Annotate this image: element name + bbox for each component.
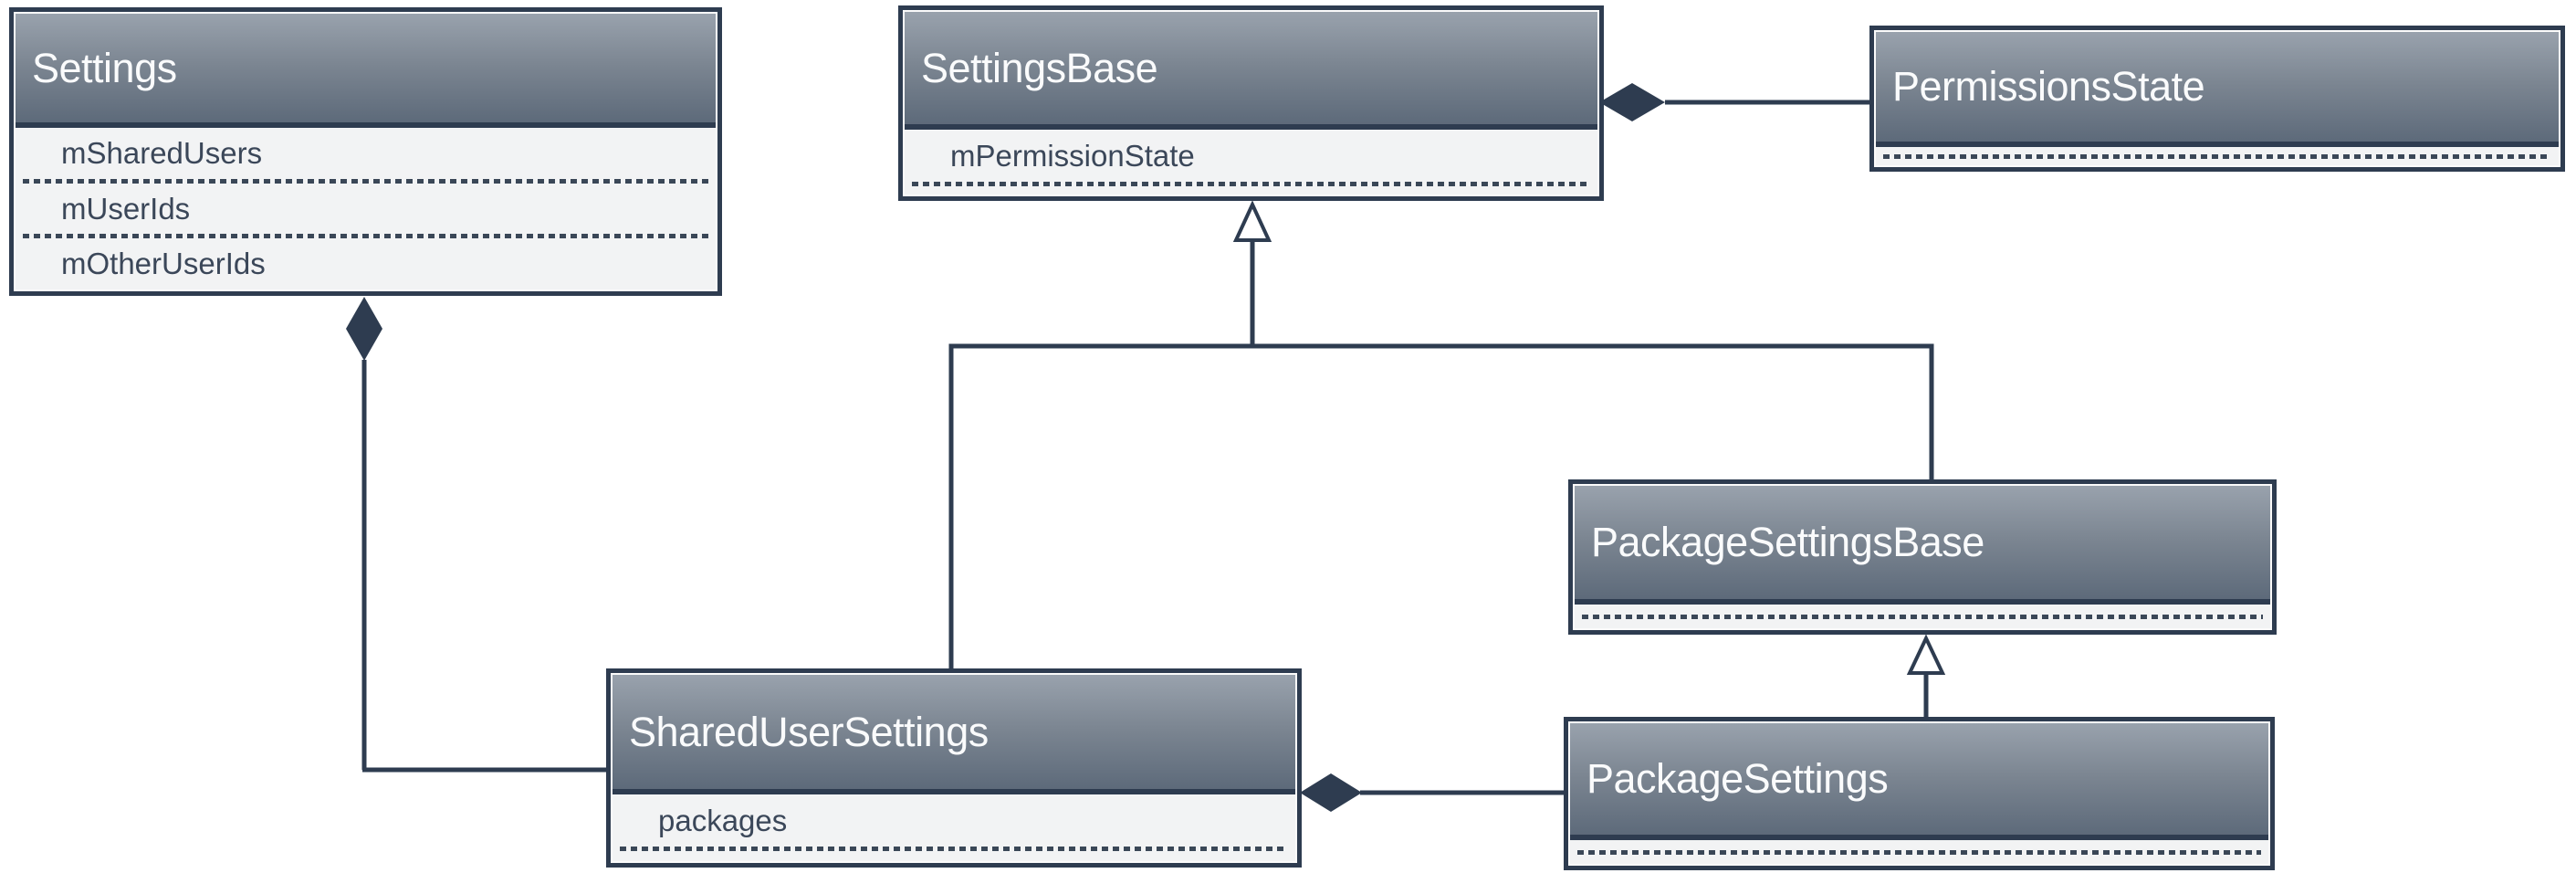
member-strip-gap [1876, 159, 2559, 166]
class-box-permissionsstate: PermissionsState [1869, 26, 2565, 172]
member-strip-gap [1876, 147, 2559, 154]
member-separator [23, 234, 708, 239]
class-members-permissionsstate [1876, 147, 2559, 165]
class-header-sharedusersettings: SharedUserSettings [613, 675, 1295, 794]
member-row: mPermissionState [905, 130, 1597, 182]
inheritance-lines-to-settingsbase [948, 240, 1934, 673]
class-header-packagesettingsbase: PackageSettingsBase [1575, 486, 2270, 605]
composition-line-settings-sharedusersettings [361, 360, 610, 773]
member-row: mSharedUsers [16, 128, 716, 179]
inheritance-arrow-packagesettingsbase [1906, 634, 1946, 675]
member-label: mPermissionState [950, 138, 1195, 173]
class-name: SettingsBase [921, 44, 1158, 91]
class-box-sharedusersettings: SharedUserSettings packages [606, 668, 1302, 868]
member-strip-gap [1575, 605, 2270, 615]
class-box-packagesettings: PackageSettings [1564, 717, 2275, 870]
member-label: mUserIds [61, 191, 191, 226]
class-box-inner: SettingsBase mPermissionState [903, 10, 1599, 196]
member-separator [1577, 849, 2261, 855]
member-strip-gap [613, 851, 1295, 861]
class-box-inner: Settings mSharedUsers mUserIds mOtherUse… [14, 12, 717, 291]
class-header-permissionsstate: PermissionsState [1876, 32, 2559, 147]
class-box-settingsbase: SettingsBase mPermissionState [898, 5, 1604, 201]
member-label: mSharedUsers [61, 135, 263, 170]
class-header-settings: Settings [16, 14, 716, 128]
class-members-settingsbase: mPermissionState [905, 130, 1597, 195]
class-name: Settings [32, 44, 177, 91]
class-box-settings: Settings mSharedUsers mUserIds mOtherUse… [9, 7, 722, 296]
member-row: mUserIds [16, 184, 716, 235]
member-row: packages [613, 794, 1295, 847]
member-separator [1582, 614, 2263, 619]
inheritance-arrow-settingsbase [1232, 200, 1272, 242]
composition-diamond-settings [346, 297, 382, 361]
member-row: mOtherUserIds [16, 238, 716, 289]
class-members-packagesettings [1570, 840, 2268, 864]
member-separator [23, 178, 708, 184]
class-name: SharedUserSettings [629, 708, 989, 755]
member-separator [620, 847, 1288, 851]
member-strip-gap [1575, 619, 2270, 629]
member-strip-gap [905, 186, 1597, 195]
class-box-inner: PermissionsState [1874, 30, 2560, 167]
class-header-settingsbase: SettingsBase [905, 12, 1597, 130]
member-label: packages [658, 803, 788, 837]
member-label: mOtherUserIds [61, 247, 266, 281]
class-box-inner: PackageSettingsBase [1573, 484, 2272, 630]
member-strip-gap [1570, 855, 2268, 865]
composition-diamond-settingsbase [1599, 83, 1665, 121]
class-box-inner: PackageSettings [1568, 721, 2270, 866]
class-name: PermissionsState [1892, 63, 2205, 110]
class-box-inner: SharedUserSettings packages [611, 673, 1297, 863]
composition-diamond-sharedusersettings [1300, 773, 1362, 812]
member-strip-gap [1570, 840, 2268, 850]
class-members-packagesettingsbase [1575, 605, 2270, 628]
class-members-settings: mSharedUsers mUserIds mOtherUserIds [16, 128, 716, 289]
member-separator [912, 182, 1590, 186]
member-separator [1883, 153, 2551, 159]
class-name: PackageSettings [1586, 755, 1889, 802]
class-box-packagesettingsbase: PackageSettingsBase [1568, 479, 2277, 635]
class-members-sharedusersettings: packages [613, 794, 1295, 861]
class-header-packagesettings: PackageSettings [1570, 723, 2268, 840]
class-name: PackageSettingsBase [1591, 519, 1984, 565]
